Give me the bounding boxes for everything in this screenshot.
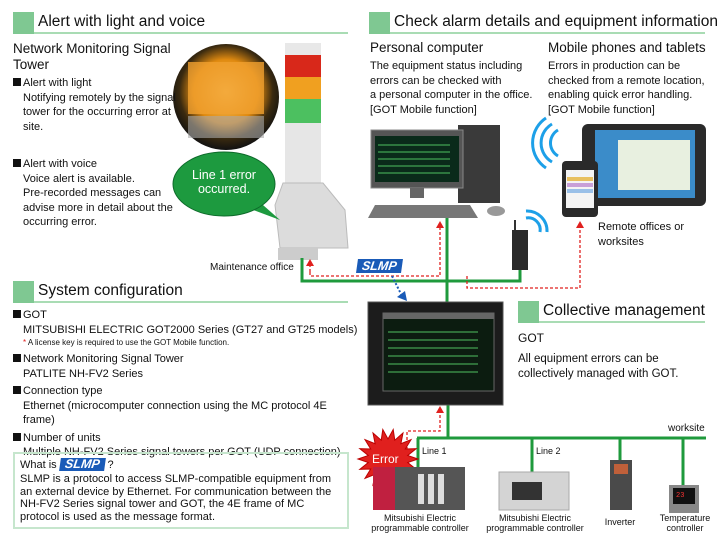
what-is-slmp-box: What is SLMP ? SLMP is a protocol to acc… bbox=[13, 452, 349, 529]
inverter-image bbox=[610, 460, 632, 510]
section-title: Check alarm details and equipment inform… bbox=[394, 13, 718, 30]
maintenance-office-label: Maintenance office bbox=[210, 262, 294, 273]
router-image bbox=[512, 220, 528, 270]
pc-block: Personal computer The equipment status i… bbox=[370, 40, 533, 116]
temperature-controller-image: 23 bbox=[669, 485, 699, 513]
svg-text:23: 23 bbox=[676, 492, 684, 500]
alarm-flow-lines bbox=[309, 226, 581, 470]
line1-label: Line 1 bbox=[422, 446, 447, 456]
got-screen-image bbox=[367, 301, 504, 406]
plc-line1-image bbox=[373, 467, 465, 510]
mobile-block: Mobile phones and tablets Errors in prod… bbox=[548, 40, 706, 116]
alert-light-label: Alert with light bbox=[13, 76, 183, 91]
speech-bubble bbox=[172, 151, 280, 220]
section-title: Collective management bbox=[543, 302, 705, 319]
slmp-badge: SLMP bbox=[356, 257, 403, 275]
alert-voice-block: Alert with voice Voice alert is availabl… bbox=[13, 157, 183, 230]
alert-voice-label: Alert with voice bbox=[13, 157, 183, 172]
section-header-collective: Collective management bbox=[518, 301, 705, 323]
system-list: GOT MITSUBISHI ELECTRIC GOT2000 Series (… bbox=[13, 308, 358, 460]
ethernet-lines bbox=[300, 218, 706, 485]
section-header-system: System configuration bbox=[13, 281, 348, 303]
line2-label: Line 2 bbox=[536, 446, 561, 456]
signal-tower-image bbox=[274, 43, 349, 260]
device-label: Inverter bbox=[604, 517, 636, 527]
collective-block: GOT All equipment errors can be collecti… bbox=[518, 331, 679, 380]
error-label: Error bbox=[372, 452, 399, 466]
worksite-label: worksite bbox=[668, 423, 705, 434]
section-title: Alert with light and voice bbox=[38, 13, 206, 30]
wifi-icon bbox=[525, 116, 559, 233]
alert-light-block: Alert with light Notifying remotely by t… bbox=[13, 76, 183, 134]
lamp-closeup-image bbox=[173, 44, 279, 150]
personal-computer-image bbox=[368, 125, 505, 218]
smartphone-image bbox=[562, 161, 598, 217]
section-header-check: Check alarm details and equipment inform… bbox=[369, 12, 718, 34]
tablet-image bbox=[582, 124, 706, 206]
slmp-arrow bbox=[391, 275, 403, 297]
alert-subtitle: Network Monitoring Signal Tower bbox=[13, 41, 171, 72]
plc-line2-image bbox=[498, 471, 570, 511]
section-header-alert: Alert with light and voice bbox=[13, 12, 348, 34]
section-title: System configuration bbox=[38, 282, 183, 299]
